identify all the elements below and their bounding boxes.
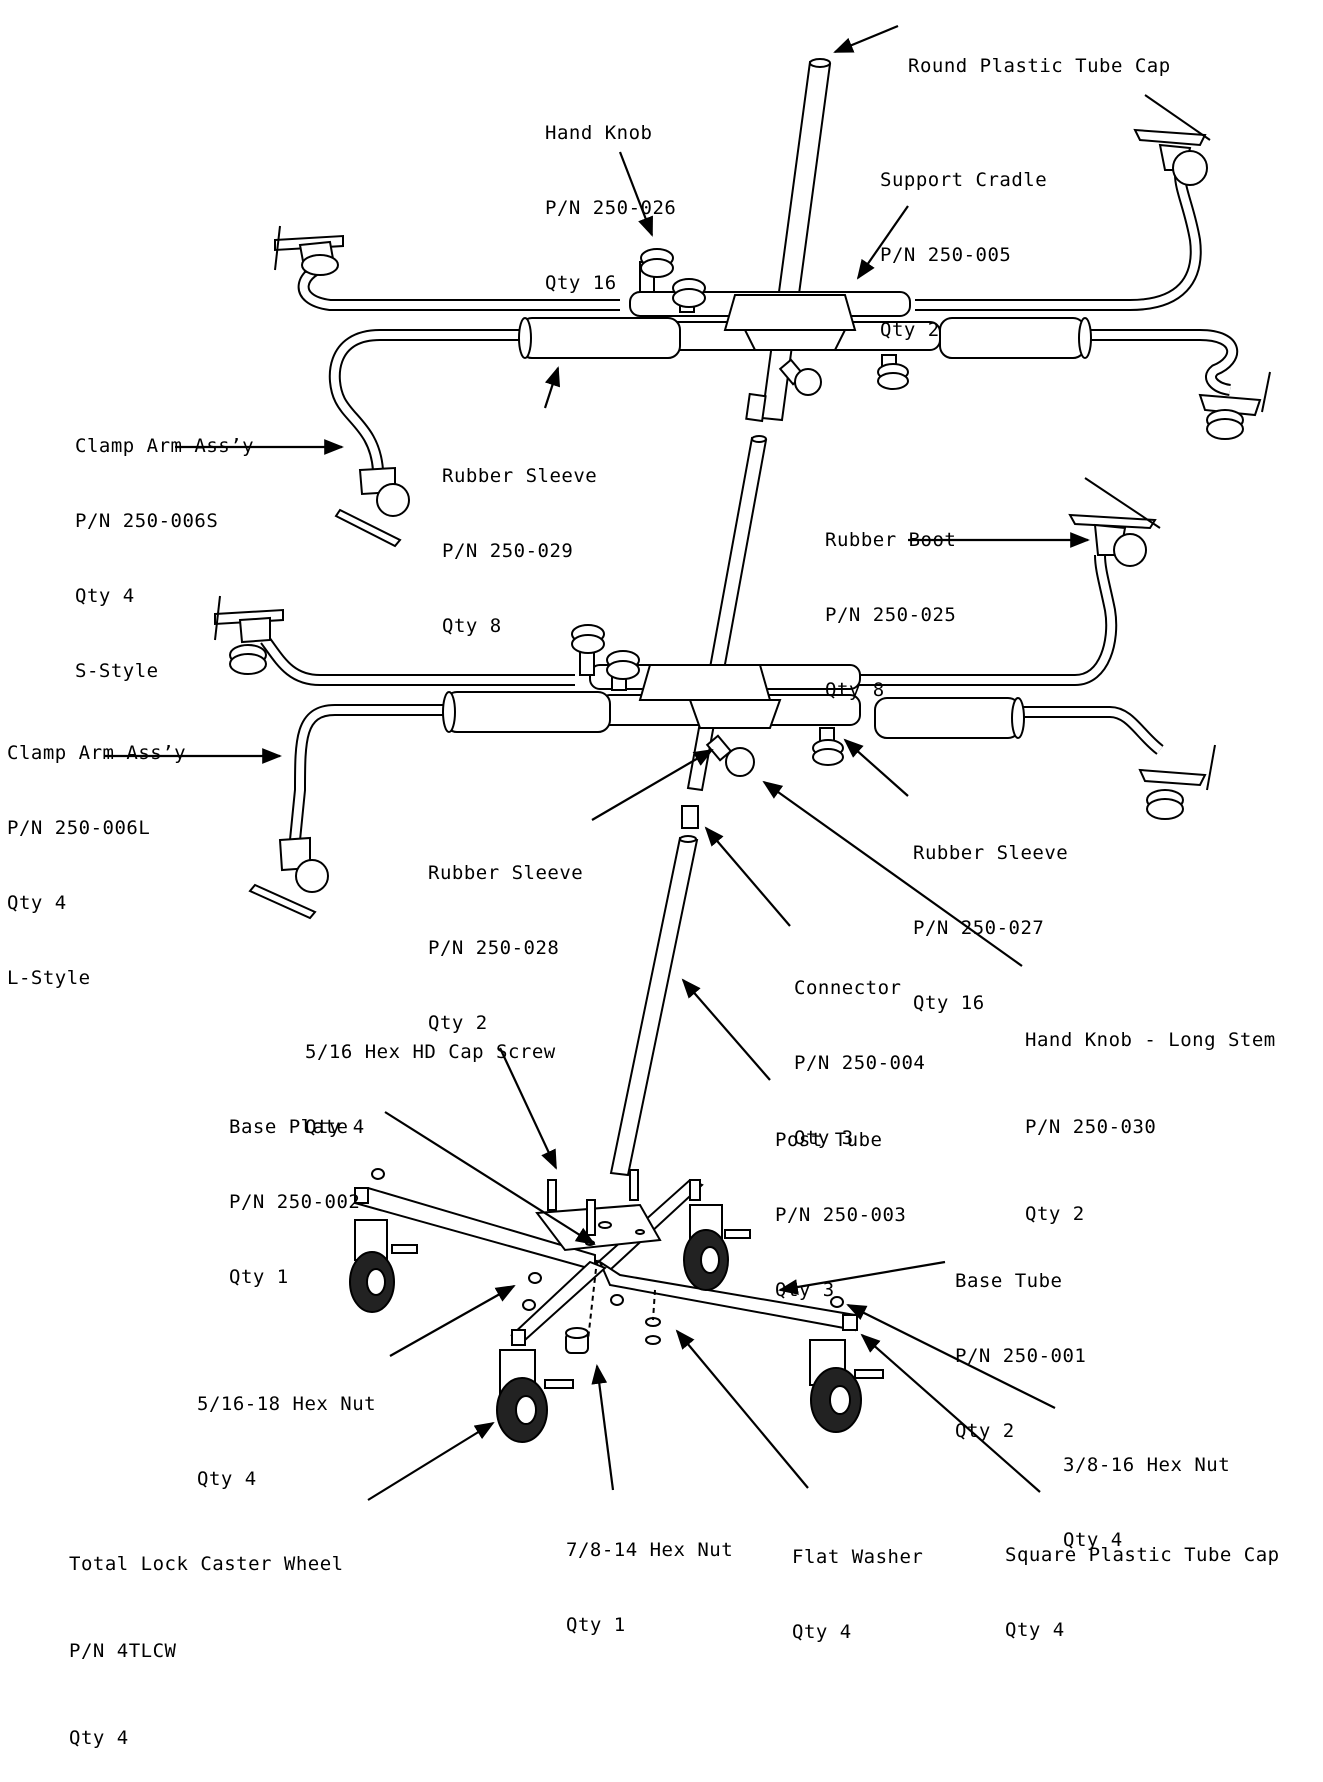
label-support-cradle: Support Cradle P/N 250-005 Qty 2: [880, 169, 1048, 341]
upper-cradle-assembly: [297, 174, 1239, 471]
assembly-diagram: [105, 24, 1271, 1501]
label-flat-washer: Flat Washer Qty 4: [792, 1546, 924, 1643]
middle-cradle-assembly: [260, 554, 1164, 841]
label-connector: Connector P/N 250-004 Qty 3: [794, 977, 926, 1149]
label-post-tube: Post Tube P/N 250-003 Qty 3: [775, 1129, 907, 1301]
label-square-plastic-tube-cap: Square Plastic Tube Cap Qty 4: [1005, 1544, 1280, 1641]
label-rubber-sleeve-028: Rubber Sleeve P/N 250-028 Qty 2: [428, 862, 584, 1034]
label-clamp-arm-s-style: Clamp Arm Ass’y P/N 250-006S Qty 4 S-Sty…: [75, 435, 255, 682]
label-hand-knob-long-stem: Hand Knob - Long Stem P/N 250-030 Qty 2: [1025, 1029, 1276, 1225]
label-total-lock-caster-wheel: Total Lock Caster Wheel P/N 4TLCW Qty 4: [69, 1553, 344, 1749]
label-rubber-sleeve-027: Rubber Sleeve P/N 250-027 Qty 16: [913, 842, 1069, 1014]
caster-wheels: [349, 1204, 884, 1443]
label-rubber-sleeve-029: Rubber Sleeve P/N 250-029 Qty 8: [442, 465, 598, 637]
upper-clamps: [274, 94, 1271, 548]
label-hand-knob: Hand Knob P/N 250-026 Qty 16: [545, 122, 677, 294]
label-hex-nut-7-8-14: 7/8-14 Hex Nut Qty 1: [566, 1539, 734, 1636]
label-hex-hd-cap-screw: 5/16 Hex HD Cap Screw Qty 4: [305, 1041, 556, 1138]
label-round-plastic-tube-cap: Round Plastic Tube Cap: [908, 55, 1171, 77]
leader-arrows: [105, 24, 1090, 1501]
label-base-tube: Base Tube P/N 250-001 Qty 2: [955, 1270, 1087, 1442]
middle-clamps: [214, 477, 1216, 920]
base-assembly: [354, 1168, 858, 1354]
label-hex-nut-3-8-16: 3/8-16 Hex Nut Qty 4: [1063, 1454, 1231, 1551]
label-base-plate: Base Plate P/N 250-002 Qty 1: [229, 1116, 361, 1288]
label-clamp-arm-l-style: Clamp Arm Ass’y P/N 250-006L Qty 4 L-Sty…: [7, 742, 187, 989]
label-rubber-boot: Rubber Boot P/N 250-025 Qty 8: [825, 529, 957, 701]
label-hex-nut-5-16-18: 5/16-18 Hex Nut Qty 4: [197, 1393, 377, 1490]
